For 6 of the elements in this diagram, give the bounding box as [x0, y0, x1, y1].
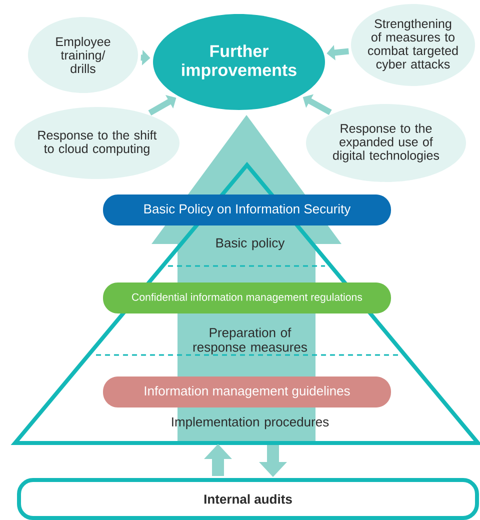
audit-box: Internal audits [17, 478, 479, 520]
level-pill: Information management guidelines [103, 376, 391, 408]
level-pill: Confidential information management regulations [103, 282, 391, 314]
level-label: Basic policy [216, 238, 285, 250]
level-pill: Basic Policy on Information Security [103, 194, 391, 226]
level-label: Preparation of response measures [193, 328, 307, 354]
